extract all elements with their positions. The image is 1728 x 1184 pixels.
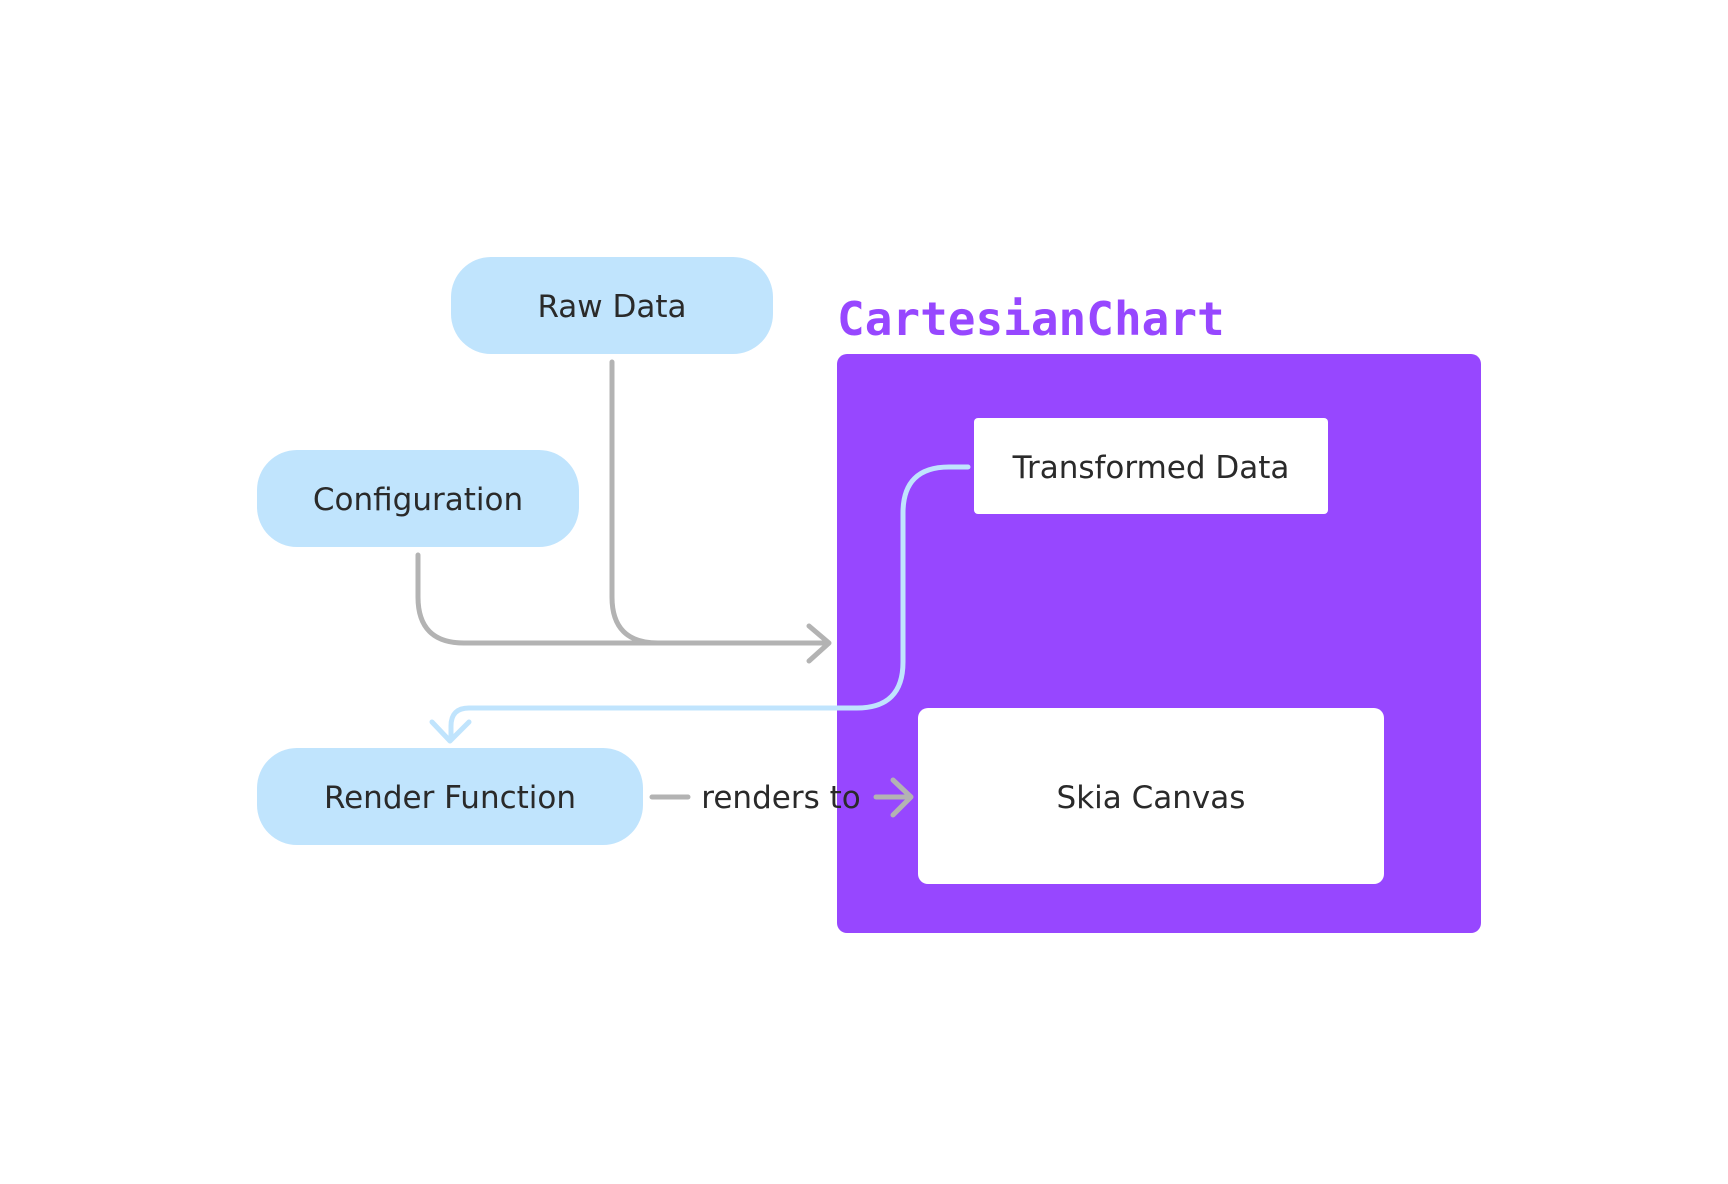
- transformed-data-node: Transformed Data: [974, 418, 1328, 514]
- edge-label-renders-to: renders to: [701, 780, 860, 816]
- arrowhead-render-function-icon: [429, 719, 472, 744]
- skia-canvas-label: Skia Canvas: [1057, 780, 1246, 816]
- edge-raw-data-to-chart: [609, 359, 829, 646]
- container-title: CartesianChart: [837, 292, 1225, 346]
- skia-canvas-node: Skia Canvas: [918, 708, 1384, 884]
- arrowhead-skia-canvas-icon: [890, 777, 914, 818]
- edge-configuration-to-chart: [415, 552, 829, 646]
- raw-data-node: Raw Data: [451, 257, 773, 354]
- arrowhead-chart-input-icon: [806, 623, 832, 664]
- raw-data-label: Raw Data: [537, 289, 686, 325]
- configuration-label: Configuration: [313, 482, 523, 518]
- render-function-label: Render Function: [324, 780, 576, 816]
- render-function-node: Render Function: [257, 748, 643, 845]
- transformed-data-label: Transformed Data: [1012, 450, 1290, 486]
- configuration-node: Configuration: [257, 450, 579, 547]
- edge-transformed-data-to-render-function: [448, 464, 971, 741]
